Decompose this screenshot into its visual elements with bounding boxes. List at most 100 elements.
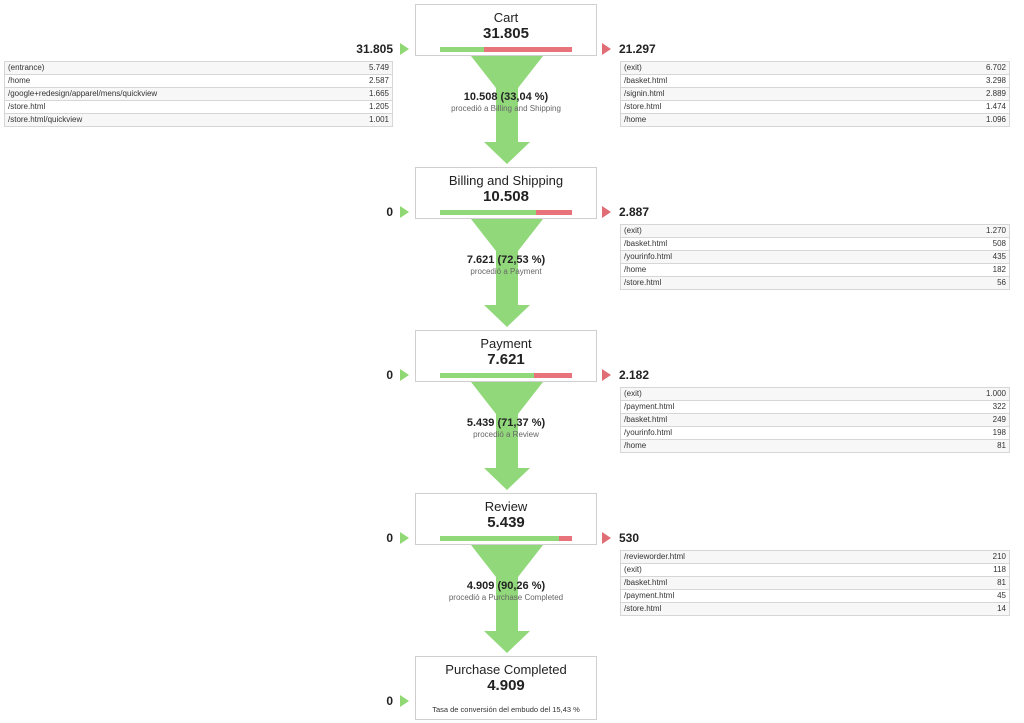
progress-fill xyxy=(440,47,484,52)
table-row[interactable]: (exit)1.000 xyxy=(621,388,1009,401)
table-row[interactable]: /home 182 xyxy=(621,264,1009,277)
table-row[interactable]: (exit) 118 xyxy=(621,564,1009,577)
proceed-info: 7.621 (72,53 %) procedió a Payment xyxy=(415,254,597,277)
table-row[interactable]: /home 1.096 xyxy=(621,114,1009,127)
exit-arrow-icon xyxy=(602,206,611,218)
row-count: 56 xyxy=(997,278,1006,287)
stage-progress-bar xyxy=(440,210,572,215)
entry-count: 0 xyxy=(386,531,393,545)
exit-arrow-icon xyxy=(602,532,611,544)
row-page: /basket.html xyxy=(624,239,668,248)
funnel-arrow-icon xyxy=(471,382,543,490)
row-page: (exit) xyxy=(624,63,642,72)
entry-arrow-icon xyxy=(400,206,409,218)
table-row[interactable]: /payment.html 45 xyxy=(621,590,1009,603)
row-count: 508 xyxy=(992,239,1006,248)
row-count: 2.587 xyxy=(368,76,389,85)
row-count: 5.749 xyxy=(368,63,389,72)
row-count: 6.702 xyxy=(985,63,1006,72)
table-row[interactable]: /basket.html 249 xyxy=(621,414,1009,427)
entry-count: 0 xyxy=(386,205,393,219)
row-count: 198 xyxy=(992,428,1006,437)
funnel-arrow-icon xyxy=(471,56,543,164)
row-count: 1.001 xyxy=(368,115,389,124)
row-page: (exit) xyxy=(624,565,642,574)
table-row[interactable]: /store.html 56 xyxy=(621,277,1009,290)
row-count: 1.270 xyxy=(985,226,1006,235)
row-count: 45 xyxy=(997,591,1006,600)
stage-name: Review xyxy=(484,499,528,514)
row-page: /google+redesign/apparel/mens/quickview xyxy=(8,89,158,98)
exit-arrow-icon xyxy=(602,43,611,55)
entry-count: 31.805 xyxy=(356,42,393,56)
stage-name: Payment xyxy=(480,336,532,351)
stage-value: 31.805 xyxy=(483,25,529,42)
row-page: /yourinfo.html xyxy=(624,428,673,437)
row-page: /payment.html xyxy=(624,591,675,600)
row-count: 81 xyxy=(997,441,1006,450)
stage-name: Purchase Completed xyxy=(445,662,567,677)
stage-progress-bar xyxy=(440,373,572,378)
table-row[interactable]: /store.html 14 xyxy=(621,603,1009,616)
row-page: /basket.html xyxy=(624,415,668,424)
funnel-arrow-icon xyxy=(471,219,543,327)
proceed-value: 10.508 (33,04 %) xyxy=(463,91,549,103)
row-page: (exit) xyxy=(624,389,642,398)
proceed-info: 10.508 (33,04 %) procedió a Billing and … xyxy=(415,91,597,114)
conversion-rate: Tasa de conversión del embudo del 15,43 … xyxy=(432,705,580,714)
entry-arrow-icon xyxy=(400,43,409,55)
row-page: /home xyxy=(624,115,647,124)
table-row[interactable]: /google+redesign/apparel/mens/quickview 1… xyxy=(5,88,392,101)
row-page: /home xyxy=(624,265,647,274)
stage-name: Cart xyxy=(493,10,519,25)
table-row[interactable]: (entrance) 5.749 xyxy=(5,62,392,75)
row-page: /store.html xyxy=(8,102,46,111)
row-page: /store.html xyxy=(624,278,662,287)
stage-cart[interactable]: Cart 31.805 xyxy=(415,4,597,56)
row-count: 1.096 xyxy=(985,115,1006,124)
proceed-value: 4.909 (90,26 %) xyxy=(466,580,546,592)
table-row[interactable]: /yourinfo.html 198 xyxy=(621,427,1009,440)
entry-count: 0 xyxy=(386,368,393,382)
proceed-label: procedió a Purchase Completed xyxy=(448,593,564,602)
stage-review[interactable]: Review 5.439 xyxy=(415,493,597,545)
entry-arrow-icon xyxy=(400,695,409,707)
row-page: (entrance) xyxy=(8,63,45,72)
table-row[interactable]: (exit) 6.702 xyxy=(621,62,1009,75)
stage-purchase-completed[interactable]: Purchase Completed 4.909 Tasa de convers… xyxy=(415,656,597,720)
exit-count: 2.182 xyxy=(619,368,650,382)
progress-fill xyxy=(440,210,536,215)
row-count: 322 xyxy=(992,402,1006,411)
row-count: 2.889 xyxy=(985,89,1006,98)
row-count: 249 xyxy=(992,415,1006,424)
exit-targets-table: (exit)1.270 /basket.html 508 /yourinfo.ht… xyxy=(620,224,1010,290)
row-count: 14 xyxy=(997,604,1006,613)
row-count: 182 xyxy=(992,265,1006,274)
progress-fill xyxy=(440,536,560,541)
entry-arrow-icon xyxy=(400,369,409,381)
table-row[interactable]: /home 2.587 xyxy=(5,75,392,88)
proceed-label: procedió a Payment xyxy=(470,267,542,276)
stage-payment[interactable]: Payment 7.621 xyxy=(415,330,597,382)
row-page: /store.html xyxy=(624,604,662,613)
row-count: 118 xyxy=(993,565,1006,574)
table-row[interactable]: (exit)1.270 xyxy=(621,225,1009,238)
row-count: 1.665 xyxy=(368,89,389,98)
table-row[interactable]: /basket.html 508 xyxy=(621,238,1009,251)
row-page: /home xyxy=(8,76,31,85)
row-page: /basket.html xyxy=(624,76,668,85)
stage-billing-and-shipping[interactable]: Billing and Shipping 10.508 xyxy=(415,167,597,219)
row-count: 210 xyxy=(992,552,1006,561)
funnel-arrow-icon xyxy=(471,545,543,653)
